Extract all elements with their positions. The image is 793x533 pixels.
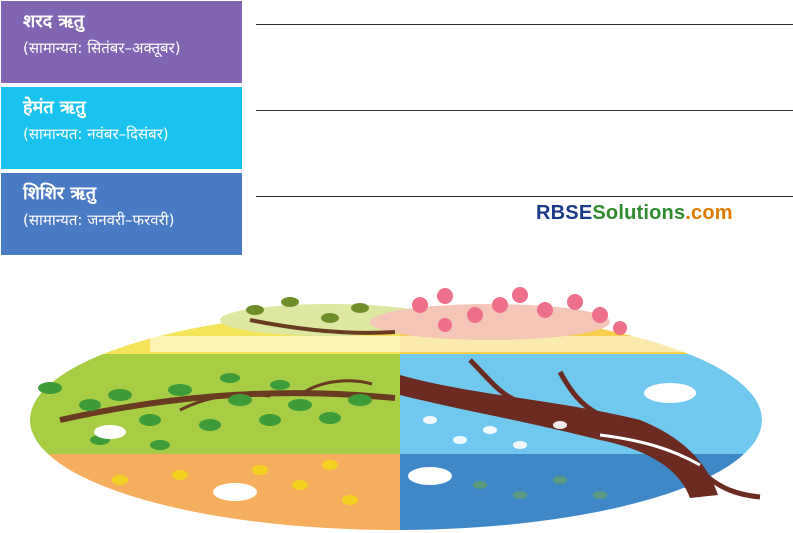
- season-name: शरद ऋतु: [23, 11, 85, 32]
- season-range: (सामान्यत: नवंबर–दिसंबर): [23, 125, 169, 143]
- answer-line-2: [256, 110, 793, 111]
- watermark-part1: RBSE: [536, 202, 593, 224]
- watermark-part3: .com: [685, 202, 733, 224]
- season-name: शिशिर ऋतु: [23, 183, 97, 204]
- answer-line-3: [256, 196, 793, 197]
- season-box-sharad: शरद ऋतु (सामान्यत: सितंबर–अक्तूबर): [1, 1, 242, 83]
- answer-line-1: [256, 24, 793, 25]
- season-box-shishir: शिशिर ऋतु (सामान्यत: जनवरी–फरवरी): [1, 173, 242, 255]
- season-range: (सामान्यत: जनवरी–फरवरी): [23, 211, 175, 229]
- season-name: हेमंत ऋतु: [23, 97, 86, 118]
- watermark: RBSE Solutions .com: [536, 202, 733, 225]
- season-box-hemant: हेमंत ऋतु (सामान्यत: नवंबर–दिसंबर): [1, 87, 242, 169]
- seasons-tree-illustration-icon: [30, 287, 762, 530]
- season-range: (सामान्यत: सितंबर–अक्तूबर): [23, 39, 181, 57]
- watermark-part2: Solutions: [592, 202, 686, 224]
